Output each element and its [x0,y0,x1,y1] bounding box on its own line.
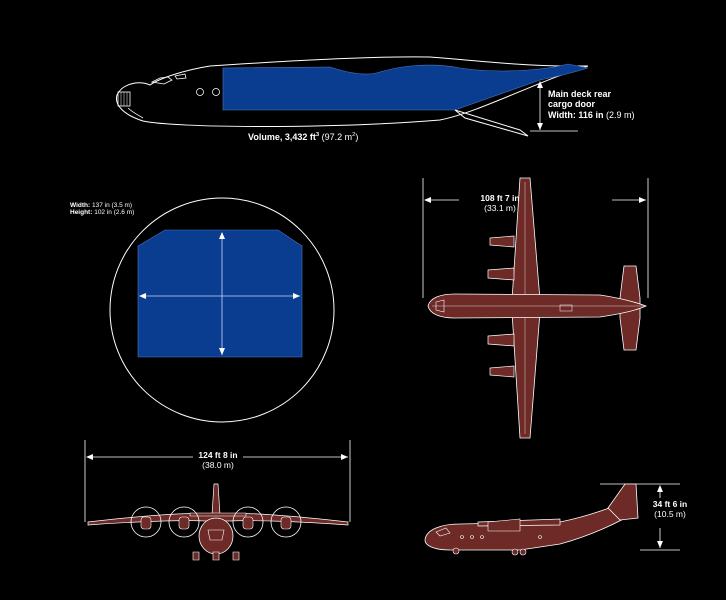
fuselage-cross-section [109,197,335,423]
landing-gear-front [192,551,240,561]
cross-section-view [109,197,335,423]
top-view [422,177,649,439]
cross-section-dimensions: Width: 137 in (3.5 m) Height: 102 in (2.… [70,202,134,217]
top-length-metric: (33.1 m) [484,202,516,213]
cargo-hold-volume [222,63,589,111]
cross-width-label: Width: [70,202,91,209]
cross-height-label: Height: [70,209,93,217]
porthole [212,88,220,96]
side-view-height-label: 34 ft 6 in (10.5 m) [640,499,700,520]
door-title-line2: cargo door [548,99,596,110]
door-width-metric: (2.9 m) [605,109,635,120]
volume-unit-sup: 3 [315,132,320,138]
rear-cargo-door [454,109,529,137]
fuselage-outline [115,56,589,127]
propellers [130,506,302,538]
cockpit-windows [150,73,187,85]
volume-metric: (97.2 m [319,132,353,142]
door-width-label: Width: [548,109,576,120]
cargo-cross-section [137,229,303,358]
volume-prefix: Volume, 3,432 ft [248,132,316,142]
door-width-value: 116 in [578,109,604,120]
cross-width-value: 137 in (3.5 m) [91,202,133,209]
side-height: 34 ft 6 in [652,499,688,509]
cargo-profile-view [115,56,589,137]
cross-width-line: Width: 137 in (3.5 m) [70,202,134,209]
door-title-line1: Main deck rear [548,89,612,99]
fuselage-front [198,517,234,555]
engine-nacelles [487,235,515,378]
side-view [424,483,680,556]
top-length: 108 ft 7 in [480,193,520,203]
front-span: 124 ft 8 in [198,450,238,460]
vertical-stabilizer-front [211,483,221,516]
front-view [84,440,351,561]
volume-metric-sup: 2 [352,132,356,138]
porthole [196,88,204,96]
cross-height-line: Height: 102 in (2.6 m) [70,209,134,216]
landing-gear-side [452,547,527,556]
tailplane-front [189,512,247,517]
front-span-metric: (38.0 m) [202,459,234,470]
vertical-stabilizer-side [607,483,639,521]
cargo-volume-label: Volume, 3,432 ft3 (97.2 m2) [248,132,358,142]
rear-cargo-door-label: Main deck rear cargo door Width: 116 in … [548,89,634,120]
cross-height-value: 102 in (2.6 m) [94,209,135,217]
door-width-line: Width: 116 in (2.9 m) [548,110,634,120]
volume-suffix: ) [355,132,359,142]
top-view-length-label: 108 ft 7 in (33.1 m) [460,193,540,214]
front-view-span-label: 124 ft 8 in (38.0 m) [178,450,258,471]
side-height-metric: (10.5 m) [654,508,686,519]
